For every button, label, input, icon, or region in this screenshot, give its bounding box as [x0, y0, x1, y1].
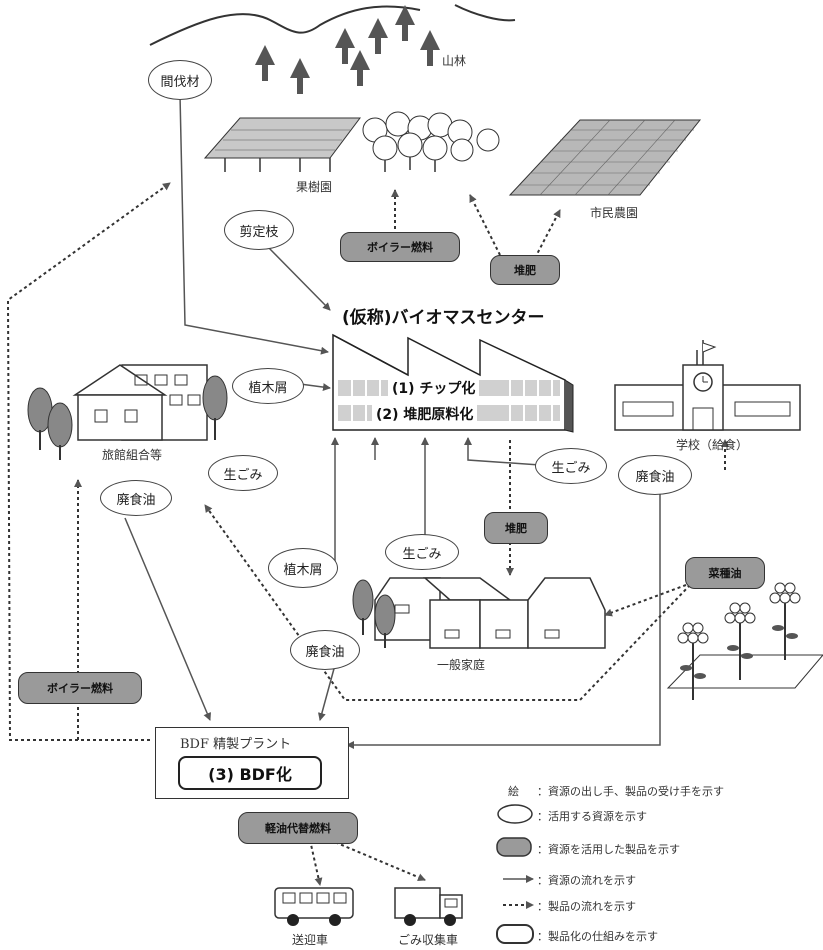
product-compost-1: 堆肥	[490, 255, 560, 285]
resource-thinning: 間伐材	[148, 60, 212, 100]
orchard-illustration	[203, 111, 500, 172]
label-forest: 山林	[442, 54, 467, 68]
product-diesel-substitute: 軽油代替燃料	[238, 812, 358, 844]
legend-icon-picture: 絵	[508, 785, 519, 798]
mountain-outline	[149, 5, 421, 46]
resource-food-waste-3: 生ごみ	[385, 534, 459, 570]
product-rapeseed-oil: 菜種油	[685, 557, 765, 589]
school-building	[614, 340, 801, 431]
legend-item-mechanism: ：製品化の仕組みを示す	[537, 930, 658, 943]
bdf-plant-title: BDF 精製プラント	[180, 737, 292, 752]
label-citizen-farm: 市民農園	[590, 206, 639, 220]
resource-waste-oil-2: 廃食油	[618, 455, 692, 495]
label-school: 学校（給食）	[676, 438, 749, 452]
mountain-outline-2	[454, 4, 516, 22]
resource-waste-oil-1: 廃食油	[100, 480, 172, 516]
legend-item-product-flow: ：製品の流れを示す	[537, 900, 636, 913]
legend-item-resource: ：活用する資源を示す	[537, 810, 647, 823]
resource-food-waste-1: 生ごみ	[208, 455, 278, 491]
forest-trees	[255, 5, 440, 94]
rapeseed-field	[666, 582, 823, 700]
legend-item-actor: ：資源の出し手、製品の受け手を示す	[537, 785, 724, 798]
label-inn: 旅館組合等	[102, 448, 163, 462]
resource-waste-oil-3: 廃食油	[290, 630, 360, 670]
biomass-center-title: (仮称)バイオマスセンター	[342, 308, 545, 328]
label-orchard: 果樹園	[296, 180, 333, 194]
product-boiler-fuel-2: ボイラー燃料	[18, 672, 142, 704]
product-boiler-fuel-1: ボイラー燃料	[340, 232, 460, 262]
label-bus: 送迎車	[292, 933, 329, 947]
legend-icons	[496, 804, 534, 944]
legend-item-product: ：資源を活用した製品を示す	[537, 843, 680, 856]
inn-building	[27, 364, 228, 460]
legend-item-resource-flow: ：資源の流れを示す	[537, 874, 636, 887]
resource-garden-waste-2: 植木屑	[268, 548, 338, 588]
resource-garden-waste-1: 植木屑	[232, 368, 304, 404]
resource-pruning: 剪定枝	[224, 210, 294, 250]
homes-illustration	[352, 577, 606, 649]
label-garbage-truck: ごみ収集車	[398, 933, 459, 947]
bus-illustration	[274, 887, 354, 926]
label-homes: 一般家庭	[437, 658, 486, 672]
process-compost-material: (2) 堆肥原料化	[372, 404, 478, 424]
citizen-farm-illustration	[508, 119, 702, 196]
process-chipping: (1) チップ化	[388, 378, 480, 398]
product-compost-2: 堆肥	[484, 512, 548, 544]
process-bdf: (3) BDF化	[178, 756, 322, 790]
garbage-truck-illustration	[394, 887, 463, 926]
resource-food-waste-2: 生ごみ	[535, 448, 607, 484]
